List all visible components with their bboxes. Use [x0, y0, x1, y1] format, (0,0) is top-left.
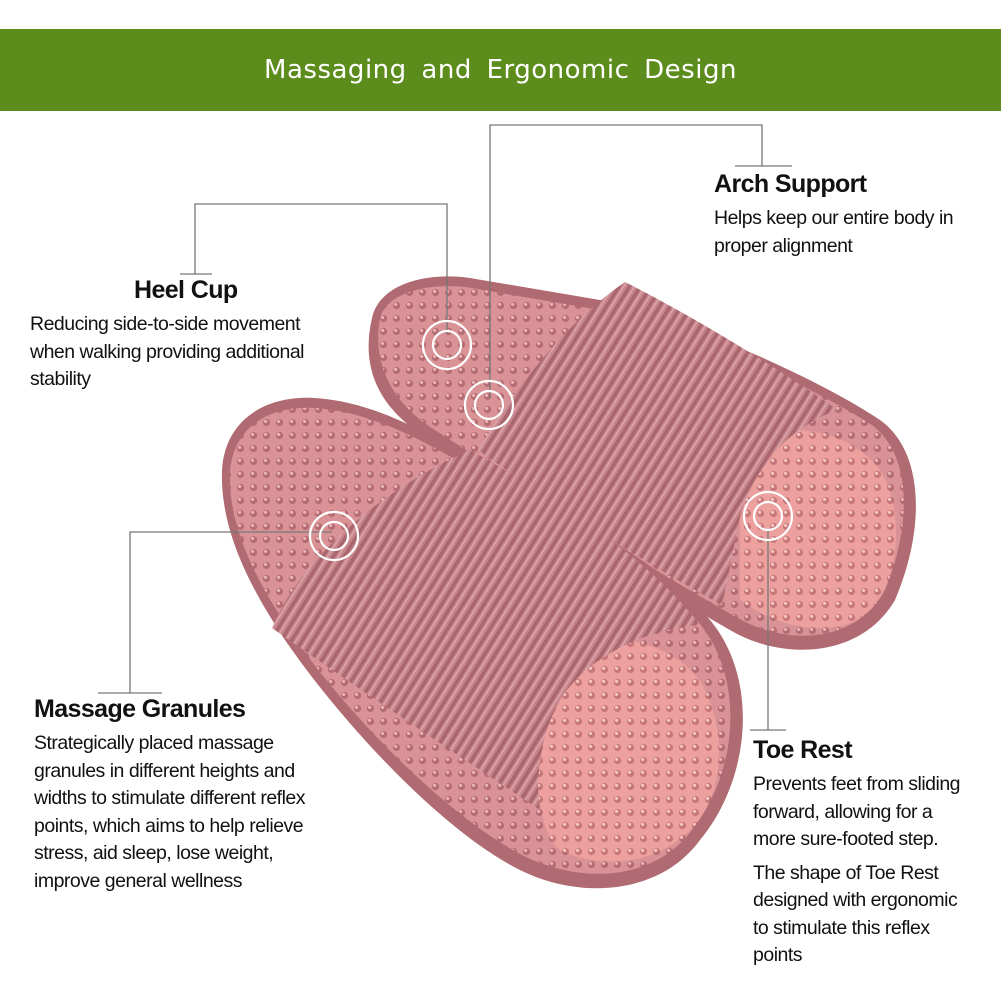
arch-support-target: [463, 379, 515, 431]
arch-support-callout: Arch Support Helps keep our entire body …: [714, 170, 954, 260]
callout-targets: [308, 319, 794, 562]
massage-granules-title: Massage Granules: [34, 695, 246, 723]
toe-rest-description: Prevents feet from sliding forward, allo…: [753, 773, 961, 850]
back-slipper-toe-area: [740, 430, 897, 629]
arch-support-leader: [489, 124, 763, 398]
callout-lines: [98, 124, 792, 731]
heel-cup-leader: [194, 203, 448, 334]
toe-rest-target: [742, 490, 794, 542]
front-slipper-strap: [272, 450, 700, 810]
arch-support-description: Helps keep our entire body in proper ali…: [714, 207, 954, 257]
massage-granules-leader: [129, 531, 332, 693]
banner-title: Massaging and Ergonomic Design: [264, 55, 737, 85]
back-slipper: [368, 276, 916, 650]
massage-granules-callout: Massage Granules Strategically placed ma…: [34, 695, 306, 895]
massage-granules-description: Strategically placed massage granules in…: [34, 732, 306, 892]
heel-cup-description: Reducing side-to-side movement when walk…: [30, 313, 305, 390]
heel-cup-callout: Heel Cup Reducing side-to-side movement …: [30, 276, 305, 394]
toe-rest-callout: Toe Rest Prevents feet from sliding forw…: [753, 736, 961, 970]
back-slipper-strap: [478, 282, 838, 605]
toe-rest-title: Toe Rest: [753, 736, 853, 764]
arch-support-title: Arch Support: [714, 170, 867, 198]
heel-cup-target: [421, 319, 473, 371]
title-banner: Massaging and Ergonomic Design: [0, 29, 1001, 111]
front-slipper-toe-area: [535, 638, 720, 862]
heel-cup-title: Heel Cup: [134, 276, 238, 304]
toe-rest-description-2: The shape of Toe Rest designed with ergo…: [753, 861, 958, 967]
massage-granules-target: [308, 510, 360, 562]
